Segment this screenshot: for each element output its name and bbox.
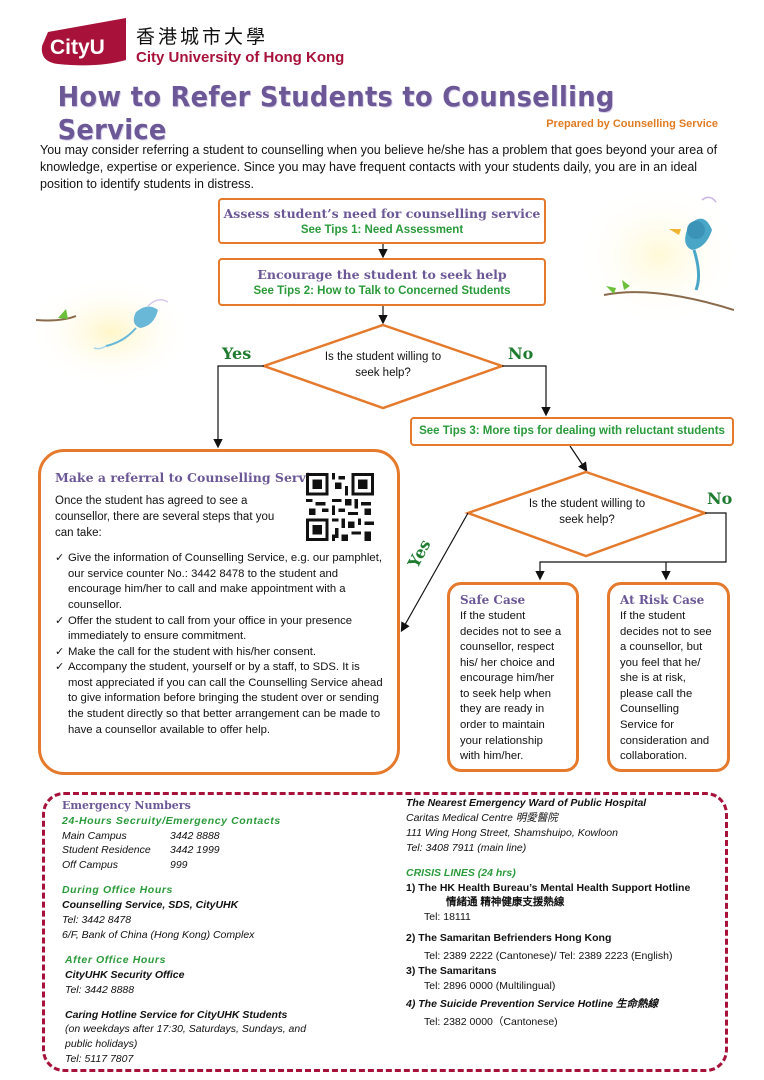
tips-3-box: See Tips 3: More tips for dealing with r… [410,417,734,446]
phone-number[interactable]: 999 [170,859,188,872]
crisis-line-tel[interactable]: Tel: 2896 0000 (Multilingual) [424,979,556,992]
referral-steps: Give the information of Counselling Serv… [55,551,383,738]
decision-2-text: Is the student willing to seek help? [528,498,646,527]
referral-step: Give the information of Counselling Serv… [55,551,385,613]
decision-diamond-1 [260,323,506,410]
risk-case-text: If the student decides not to see a coun… [620,610,712,763]
security-row: Main Campus 3442 8888 [62,829,220,842]
safe-case-box: Safe Case If the student decides not to … [447,582,579,772]
emergency-ward-tel[interactable]: Tel: 3408 7911 (main line) [406,841,527,854]
no-label-2: No [707,489,733,508]
prepared-by: Prepared by Counselling Service [546,118,718,130]
qr-code-icon[interactable] [306,473,374,541]
intro-paragraph: You may consider referring a student to … [40,143,718,191]
caring-hotline-tel[interactable]: Tel: 5117 7807 [65,1053,134,1066]
after-hours-tel[interactable]: Tel: 3442 8888 [65,983,135,996]
cityu-logo: CityU 香港城市大學 City University of Hong Kon… [38,18,358,74]
emergency-ward-title: The Nearest Emergency Ward of Public Hos… [406,797,647,809]
crisis-line-chinese-name: 情緒通 精神健康支援熱線 [446,896,565,909]
crisis-line-name: 3) The Samaritans [406,965,497,978]
crisis-line-name: 1) The HK Health Bureau’s Mental Health … [406,881,691,894]
emergency-ward-address: 111 Wing Hong Street, Shamshuipo, Kowloo… [406,826,618,839]
security-row: Off Campus 999 [62,859,188,872]
referral-step: Make the call for the student with his/h… [55,645,383,661]
emergency-ward-name: Caritas Medical Centre 明愛醫院 [406,811,558,824]
after-hours-name: CityUHK Security Office [65,968,185,981]
university-chinese-name: 香港城市大學 [136,26,269,48]
decision-1-text: Is the student willing to seek help? [324,351,442,380]
page-title: How to Refer Students to Counselling Ser… [57,80,615,146]
office-address: 6/F, Bank of China (Hong Kong) Complex [62,928,255,941]
bird-illustration-right [584,190,734,320]
contacts-frame [42,792,728,1072]
office-tel[interactable]: Tel: 3442 8478 [62,914,132,927]
office-name: Counselling Service, SDS, CityUHK [62,899,239,912]
no-label-1: No [508,344,534,363]
university-english-name: City University of Hong Kong [136,49,345,66]
after-hours-heading: After Office Hours [65,953,167,966]
tips-2-link[interactable]: See Tips 2: How to Talk to Concerned Stu… [253,285,511,297]
crisis-line-name: 2) The Samaritan Befrienders Hong Kong [406,932,612,945]
risk-case-box: At Risk Case If the student decides not … [607,582,730,772]
step-encourage-help: Encourage the student to seek help See T… [218,258,546,306]
safe-case-title: Safe Case [460,593,526,607]
phone-number[interactable]: 3442 1999 [170,844,220,857]
referral-title: Make a referral to Counselling Service [55,470,327,485]
contacts-right-column: The Nearest Emergency Ward of Public Hos… [406,796,736,1030]
phone-number[interactable]: 3442 8888 [170,829,220,842]
crisis-line-tel[interactable]: Tel: 2389 2222 (Cantonese)/ Tel: 2389 22… [424,950,673,963]
risk-case-title: At Risk Case [620,593,705,607]
tips-3-link[interactable]: See Tips 3: More tips for dealing with r… [419,425,725,437]
step-assess-need: Assess student’s need for counselling se… [218,198,546,244]
security-row: Student Residence 3442 1999 [62,844,220,857]
cityu-badge-icon: CityU [41,18,126,66]
yes-label-1: Yes [222,344,252,363]
crisis-line-tel[interactable]: Tel: 18111 [424,911,471,924]
crisis-line-name: 4) The Suicide Prevention Service Hotlin… [406,997,659,1010]
bird-illustration-left [36,282,186,382]
emergency-title: Emergency Numbers [62,799,191,812]
flow-connectors [213,244,727,633]
tips-1-link[interactable]: See Tips 1: Need Assessment [300,224,464,236]
svg-text:CityU: CityU [50,36,105,59]
contacts-left-column: Emergency Numbers 24-Hours Secruity/Emer… [62,798,392,1067]
referral-step: Offer the student to call from your offi… [55,614,383,645]
crisis-line-tel[interactable]: Tel: 2382 0000（Cantonese) [424,1015,558,1028]
safe-case-text: If the student decides not to see a coun… [460,610,562,763]
office-hours-heading: During Office Hours [62,884,173,897]
caring-hotline-note: (on weekdays after 17:30, Saturdays, Sun… [65,1023,307,1051]
referral-step: Accompany the student, yourself or by a … [55,660,383,738]
security-heading: 24-Hours Secruity/Emergency Contacts [62,814,281,827]
crisis-lines-heading: CRISIS LINES (24 hrs) [406,866,516,879]
referral-box: Make a referral to Counselling Service O… [38,449,400,775]
referral-lead: Once the student has agreed to see a cou… [55,495,275,540]
caring-hotline-title: Caring Hotline Service for CityUHK Stude… [65,1008,288,1021]
decision-diamond-2 [464,470,709,558]
